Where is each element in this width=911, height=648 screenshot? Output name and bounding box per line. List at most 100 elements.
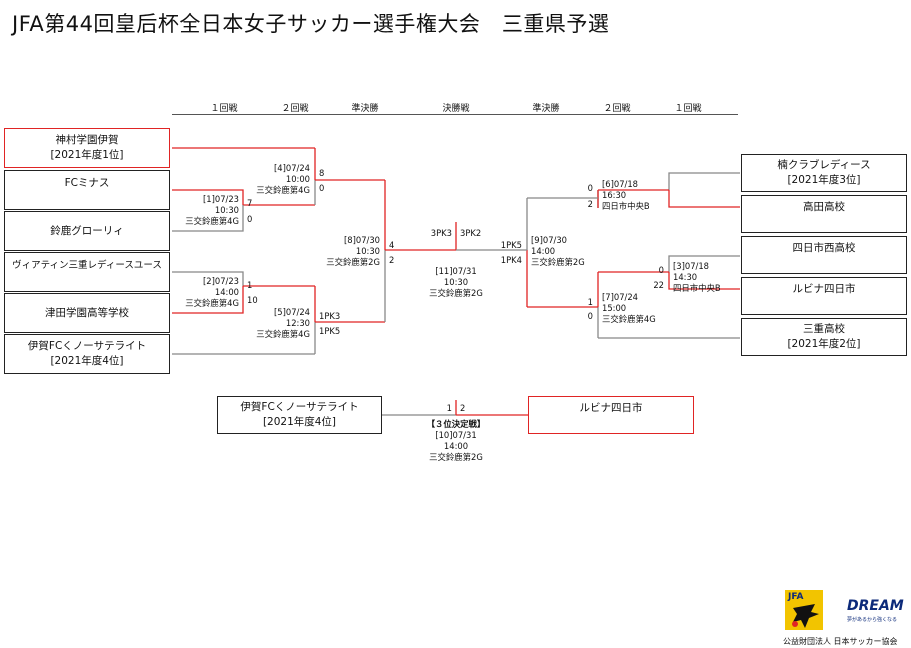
match-4-score-2: 0	[319, 183, 325, 193]
match-2-info: [2]07/23 14:00 三交鈴鹿第4G	[185, 276, 239, 309]
match-venue: 四日市中央B	[673, 283, 721, 293]
team-right-2: 高田高校	[741, 195, 907, 233]
match-9-info: [9]07/30 14:00 三交鈴鹿第2G	[531, 235, 585, 268]
team-left-5: 津田学園高等学校	[4, 293, 170, 333]
match-1-score-1: 7	[247, 198, 253, 208]
match-time: 15:00	[602, 303, 627, 313]
match-3-score-1: 0	[658, 265, 664, 275]
match-time: 10:30	[355, 246, 380, 256]
third-place-team-1: 伊賀FCくノーサテライト [2021年度4位]	[217, 396, 382, 434]
organization-name: 公益財団法人 日本サッカー協会	[783, 637, 898, 646]
match-10-score-1: 1	[446, 403, 452, 413]
team-right-5: 三重高校 [2021年度2位]	[741, 318, 907, 356]
team-left-1: 神村学園伊賀 [2021年度1位]	[4, 128, 170, 168]
round-header-r1-left: １回戦	[210, 104, 238, 114]
match-11-score-1: 3PK3	[430, 228, 452, 238]
crow-icon	[792, 604, 819, 628]
team-name: 高田高校	[803, 200, 845, 213]
match-4-info: [4]07/24 10:00 三交鈴鹿第4G	[256, 163, 310, 196]
match-label: [4]07/24	[274, 163, 310, 173]
match-venue: 三交鈴鹿第2G	[531, 257, 585, 267]
round-header-sf-left: 準決勝	[351, 104, 379, 114]
match-6-score-2: 2	[587, 199, 593, 209]
team-seed: [2021年度2位]	[787, 338, 861, 350]
logo-tagline: 夢があるから強くなる	[847, 617, 898, 623]
match-11-score-2: 3PK2	[460, 228, 482, 238]
match-label: [6]07/18	[602, 179, 638, 189]
round-header-sf-right: 準決勝	[532, 104, 560, 114]
match-9-score-2: 1PK4	[500, 255, 522, 265]
team-seed: [2021年度3位]	[787, 174, 861, 186]
match-2-score-1: 1	[247, 280, 253, 290]
team-seed: [2021年度4位]	[262, 416, 337, 428]
match-label: [5]07/24	[274, 307, 310, 317]
match-6-info: [6]07/18 16:30 四日市中央B	[602, 179, 650, 212]
match-10-info: 【３位決定戦】 [10]07/31 14:00 三交鈴鹿第2G	[427, 419, 486, 463]
team-seed: [2021年度1位]	[50, 149, 124, 161]
match-time: 14:00	[531, 246, 556, 256]
team-name: 津田学園高等学校	[45, 306, 129, 319]
team-name: 鈴鹿グローリィ	[50, 224, 124, 237]
match-time: 14:00	[214, 287, 239, 297]
match-venue: 三交鈴鹿第4G	[185, 216, 239, 226]
match-time: 14:00	[443, 441, 469, 451]
team-left-3: 鈴鹿グローリィ	[4, 211, 170, 251]
match-label: [2]07/23	[203, 276, 239, 286]
team-name: 楠クラブレディース	[777, 159, 871, 171]
team-left-2: FCミナス	[4, 170, 170, 210]
match-7-score-2: 0	[587, 311, 593, 321]
match-1-score-2: 0	[247, 214, 253, 224]
match-8-score-1: 4	[389, 240, 395, 250]
match-1-info: [1]07/23 10:30 三交鈴鹿第4G	[185, 194, 239, 227]
match-label: [8]07/30	[344, 235, 380, 245]
team-name: 神村学園伊賀	[55, 134, 119, 146]
jfa-emblem: JFA	[785, 590, 823, 630]
team-right-1: 楠クラブレディース [2021年度3位]	[741, 154, 907, 192]
match-5-info: [5]07/24 12:30 三交鈴鹿第4G	[256, 307, 310, 340]
match-2-score-2: 10	[247, 295, 258, 305]
match-time: 16:30	[602, 190, 627, 200]
match-venue: 三交鈴鹿第2G	[429, 452, 483, 462]
match-label: [11]07/31	[435, 266, 477, 276]
team-right-3: 四日市西高校	[741, 236, 907, 274]
match-3-score-2: 22	[653, 280, 664, 290]
match-label: [10]07/31	[435, 430, 477, 440]
match-label: [1]07/23	[203, 194, 239, 204]
round-header-r1-right: １回戦	[674, 104, 702, 114]
round-header-r2-left: ２回戦	[281, 104, 309, 114]
round-header-r2-right: ２回戦	[603, 104, 631, 114]
team-name: 伊賀FCくノーサテライト	[240, 401, 359, 413]
match-9-score-1: 1PK5	[500, 240, 522, 250]
team-right-4: ルビナ四日市	[741, 277, 907, 315]
match-4-score-1: 8	[319, 168, 325, 178]
match-5-score-2: 1PK5	[319, 326, 341, 336]
match-time: 14:30	[673, 272, 698, 282]
team-name: ルビナ四日市	[579, 401, 643, 414]
match-10-score-2: 2	[460, 403, 466, 413]
match-venue: 三交鈴鹿第4G	[256, 329, 310, 339]
team-left-6: 伊賀FCくノーサテライト [2021年度4位]	[4, 334, 170, 374]
match-11-info: [11]07/31 10:30 三交鈴鹿第2G	[429, 266, 483, 299]
jfa-logo: JFA DREAM 夢があるから強くなる	[785, 590, 905, 630]
match-label: [9]07/30	[531, 235, 567, 245]
match-6-score-1: 0	[587, 183, 593, 193]
match-8-info: [8]07/30 10:30 三交鈴鹿第2G	[326, 235, 380, 268]
match-time: 10:30	[443, 277, 469, 287]
match-venue: 三交鈴鹿第2G	[326, 257, 380, 267]
team-name: ルビナ四日市	[792, 282, 856, 295]
match-venue: 四日市中央B	[602, 201, 650, 211]
match-8-score-2: 2	[389, 255, 395, 265]
match-venue: 三交鈴鹿第2G	[429, 288, 483, 298]
header-rule	[172, 114, 738, 115]
team-name: ヴィアティン三重レディースユース	[12, 259, 162, 271]
match-venue: 三交鈴鹿第4G	[256, 185, 310, 195]
match-3-info: [3]07/18 14:30 四日市中央B	[673, 261, 721, 294]
team-left-4: ヴィアティン三重レディースユース	[4, 252, 170, 292]
team-name: 伊賀FCくノーサテライト	[27, 340, 147, 352]
team-name: FCミナス	[64, 176, 110, 189]
round-header-final: 決勝戦	[442, 104, 470, 114]
match-time: 10:00	[285, 174, 310, 184]
match-label: [3]07/18	[673, 261, 709, 271]
team-name: 三重高校	[803, 323, 845, 335]
